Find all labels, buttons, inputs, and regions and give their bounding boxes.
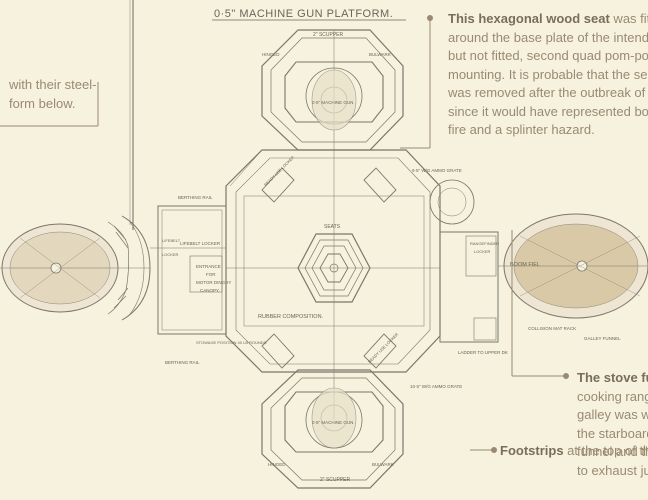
label-grate-top: 9·5" W/G AMMO GRATE [412, 168, 462, 173]
label-galley: GALLEY FUNNEL [584, 336, 621, 341]
drawing-title: 0·5" MACHINE GUN PLATFORM. [214, 8, 393, 20]
annotation-left-line-1: with their steel- [9, 77, 97, 92]
annotation-seat-line-5: was removed after the outbreak of w [448, 85, 648, 100]
label-lifebelt-left: LIFEBELT [162, 238, 181, 243]
annotation-seat-line-1: This hexagonal wood seat was fitt [448, 10, 648, 29]
hexagonal-seat [297, 233, 371, 303]
annotation-stove-heading-line: The stove fu [577, 369, 648, 388]
label-ladder: LADDER TO UPPER DK [458, 350, 508, 355]
label-entrance: ENTRANCE [196, 264, 221, 269]
annotation-seat-first-line: was fitt [613, 11, 648, 26]
annotation-footstrips-text: at the top of th [563, 443, 648, 458]
spiral-stair [107, 221, 130, 315]
label-ready-top: READY USE LOCKER [263, 155, 295, 187]
leader-dot-seat [427, 15, 433, 21]
left-deckhouse [121, 205, 227, 335]
annotation-stove-line-2: galley was w [577, 407, 648, 422]
label-scupper-top: 2" SCUPPER [313, 32, 344, 38]
label-lifebelt: LIFEBELT LOCKER [180, 241, 221, 246]
label-hinged-top: HINGED [262, 52, 280, 57]
annotation-left-line-2: form below. [9, 95, 76, 111]
right-boat-shape [498, 213, 648, 319]
annotation-seat-line-6: since it would have represented both [448, 103, 648, 119]
label-rubber: RUBBER COMPOSITION. [258, 314, 324, 320]
annotation-stove: The stove fu cooking rang galley was w t… [577, 369, 648, 480]
label-mg-bottom: 0·5" MACHINE GUN [312, 420, 353, 425]
annotation-footstrips: Footstrips at the top of th [500, 442, 648, 461]
annotation-footstrips-heading: Footstrips [500, 443, 564, 458]
leader-dot-footstrips [491, 447, 497, 453]
left-bow-shape [0, 223, 150, 313]
annotation-seat-line-2: around the base plate of the intended [448, 29, 648, 45]
annotation-seat-line-3: but not fitted, second quad pom-pom [448, 48, 648, 63]
annotation-stove-line-1: cooking rang [577, 388, 648, 404]
label-locker: LOCKER [162, 252, 179, 257]
annotation-seat: This hexagonal wood seat was fitt around… [448, 10, 648, 140]
annotation-stove-line-5: to exhaust ju [577, 462, 648, 478]
annotation-seat-line-4: mounting. It is probable that the seat [448, 66, 648, 82]
annotation-stove-line-3: the starboard [577, 425, 648, 441]
annotation-leaders [400, 18, 566, 451]
label-collision: COLLISION MAT RACK [528, 326, 576, 331]
label-fwd: FOR [206, 272, 216, 277]
right-deckhouse [429, 179, 499, 343]
central-deck [225, 149, 441, 373]
annotation-stove-line-4: funnel and th [577, 444, 648, 459]
label-rangefinder: RANGEFINDER [470, 241, 499, 246]
label-hinged-bottom: HINGED [268, 462, 286, 467]
label-boom: BOOM FIEL [510, 262, 540, 268]
label-bulwark-top: BULWARK [369, 52, 391, 57]
label-scupper-bottom: 2" SCUPPER [320, 477, 351, 483]
bottom-gun-mount [311, 387, 357, 449]
leader-dot-stove [563, 373, 569, 379]
label-mg-top: 0·5" MACHINE GUN [312, 100, 353, 105]
label-seats: SEATS [324, 224, 341, 230]
label-grate-bottom: 10·5" W/G AMMO GRATE [410, 384, 462, 389]
top-gun-mount [311, 69, 357, 131]
label-berthing-bottom: BERTHING RAIL [165, 360, 200, 365]
diagonal-lockers [261, 167, 397, 369]
label-berthing-top: BERTHING RAIL [178, 195, 213, 200]
annotation-left: with their steel- form below. [9, 76, 96, 113]
label-motor: MOTOR DINGHY [196, 280, 231, 285]
annotation-seat-line-7: fire and a splinter hazard. [448, 122, 595, 137]
label-bulwark-bottom: BULWARK [372, 462, 394, 467]
annotation-seat-heading: This hexagonal wood seat [448, 11, 610, 26]
label-stowage: STOWAGE POSITION 40 LB ROUNDS [196, 340, 267, 345]
label-canopy: CANOPY [200, 288, 219, 293]
label-locker-right: LOCKER [474, 249, 491, 254]
annotation-stove-heading: The stove fu [577, 370, 648, 385]
